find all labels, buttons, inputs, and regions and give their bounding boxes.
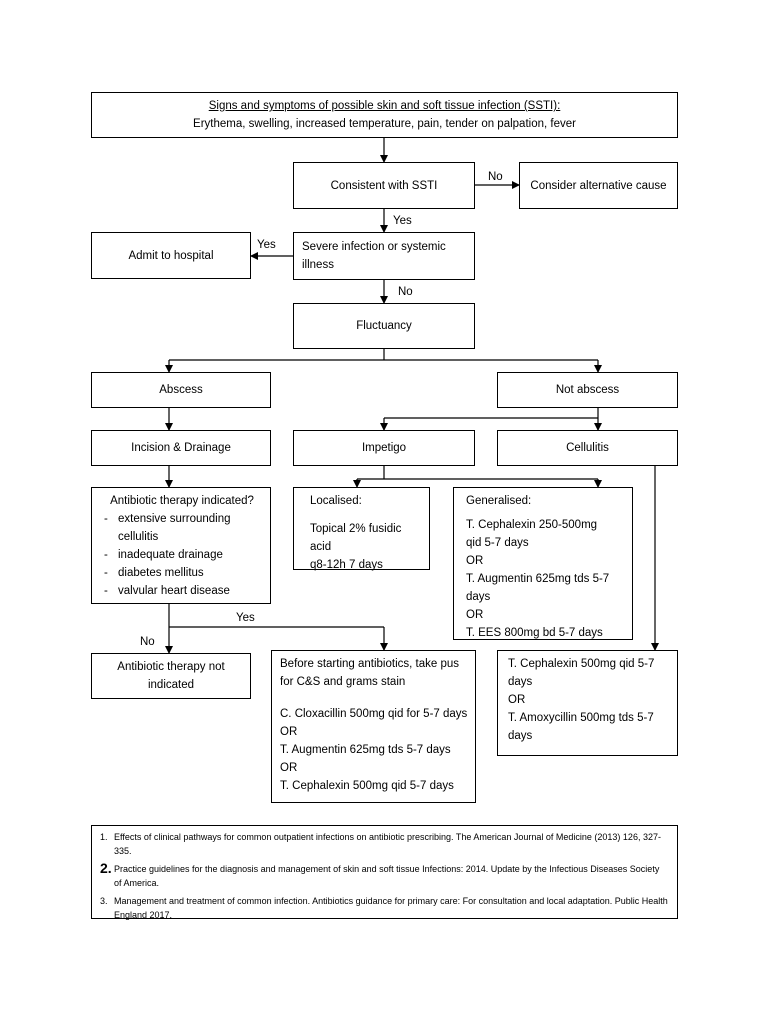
generalised-line: T. EES 800mg bd 5-7 days bbox=[466, 627, 603, 639]
ssti-title: Signs and symptoms of possible skin and … bbox=[208, 100, 561, 112]
reference-item: 1. Effects of clinical pathways for commo… bbox=[100, 830, 669, 858]
reference-item: 2.Practice guidelines for the diagnosis … bbox=[100, 860, 669, 890]
ssti-symptoms: Erythema, swelling, increased temperatur… bbox=[193, 118, 576, 130]
localised-box: Localised: Topical 2% fusidic acid q8-12… bbox=[293, 487, 430, 571]
references-list: 1. Effects of clinical pathways for commo… bbox=[100, 830, 669, 922]
label-yes-antibiotic: Yes bbox=[236, 612, 255, 624]
before-regimen-line: C. Cloxacillin 500mg qid for 5-7 days bbox=[280, 708, 468, 720]
cellulitis-treatment-line: T. Cephalexin 500mg qid 5-7 bbox=[508, 658, 655, 670]
references-box: 1. Effects of clinical pathways for commo… bbox=[91, 825, 678, 922]
generalised-line: OR bbox=[466, 609, 484, 621]
generalised-line: T. Cephalexin 250-500mg bbox=[466, 519, 598, 531]
criteria-item: valvular heart disease bbox=[100, 582, 264, 600]
not-indicated-box: Antibiotic therapy not indicated bbox=[91, 653, 251, 699]
generalised-line: T. Augmentin 625mg tds 5-7 bbox=[466, 573, 610, 585]
label-no-fluctuancy: No bbox=[398, 286, 413, 298]
antibiotic-indicated-box: Antibiotic therapy indicated? extensive … bbox=[91, 487, 271, 604]
localised-line: q8-12h 7 days bbox=[310, 559, 383, 571]
severe-infection-text: Severe infection or systemic illness bbox=[302, 241, 446, 271]
cellulitis-box: Cellulitis bbox=[497, 430, 678, 466]
generalised-box: Generalised: T. Cephalexin 250-500mg qid… bbox=[453, 487, 633, 640]
label-yes-admit: Yes bbox=[257, 239, 276, 251]
reference-number: 2. bbox=[100, 860, 112, 876]
impetigo-box: Impetigo bbox=[293, 430, 475, 466]
generalised-heading: Generalised: bbox=[466, 495, 532, 507]
reference-item: 3. Management and treatment of common inf… bbox=[100, 894, 669, 922]
before-regimen-line: T. Cephalexin 500mg qid 5-7 days bbox=[280, 780, 454, 792]
before-line: for C&S and grams stain bbox=[280, 676, 406, 688]
cellulitis-treatment-box: T. Cephalexin 500mg qid 5-7 days OR T. A… bbox=[497, 650, 678, 756]
admit-hospital-box: Admit to hospital bbox=[91, 232, 251, 279]
generalised-line: qid 5-7 days bbox=[466, 537, 529, 549]
generalised-line: days bbox=[466, 591, 491, 603]
cellulitis-treatment-line: T. Amoxycillin 500mg tds 5-7 bbox=[508, 712, 654, 724]
label-no-antibiotic: No bbox=[140, 636, 155, 648]
before-line: Before starting antibiotics, take pus bbox=[280, 658, 459, 670]
reference-number: 1. bbox=[100, 832, 108, 842]
abscess-box: Abscess bbox=[91, 372, 271, 408]
generalised-line: OR bbox=[466, 555, 484, 567]
criteria-item: diabetes mellitus bbox=[100, 564, 264, 582]
localised-heading: Localised: bbox=[310, 495, 362, 507]
alternative-cause-box: Consider alternative cause bbox=[519, 162, 678, 209]
generalised-lines: T. Cephalexin 250-500mg qid 5-7 days OR … bbox=[466, 516, 626, 642]
reference-text: Management and treatment of common infec… bbox=[114, 896, 668, 920]
before-regimen-line: OR bbox=[280, 762, 298, 774]
indicated-heading: Antibiotic therapy indicated? bbox=[110, 495, 254, 507]
reference-text: Effects of clinical pathways for common … bbox=[114, 832, 661, 856]
fluctuancy-box: Fluctuancy bbox=[293, 303, 475, 349]
before-antibiotics-box: Before starting antibiotics, take pus fo… bbox=[271, 650, 476, 803]
not-abscess-box: Not abscess bbox=[497, 372, 678, 408]
incision-drainage-box: Incision & Drainage bbox=[91, 430, 271, 466]
before-regimen-lines: C. Cloxacillin 500mg qid for 5-7 days OR… bbox=[280, 705, 471, 795]
label-yes-severe: Yes bbox=[393, 215, 412, 227]
ssti-signs-box: Signs and symptoms of possible skin and … bbox=[91, 92, 678, 138]
localised-line: Topical 2% fusidic acid bbox=[310, 523, 402, 553]
before-regimen-line: T. Augmentin 625mg tds 5-7 days bbox=[280, 744, 451, 756]
label-no-alternative: No bbox=[488, 171, 503, 183]
cellulitis-treatment-line: days bbox=[508, 676, 533, 688]
cellulitis-treatment-line: OR bbox=[508, 694, 526, 706]
consistent-box: Consistent with SSTI bbox=[293, 162, 475, 209]
before-regimen-line: OR bbox=[280, 726, 298, 738]
severe-infection-box: Severe infection or systemic illness bbox=[293, 232, 475, 280]
reference-text: Practice guidelines for the diagnosis an… bbox=[114, 864, 660, 888]
not-indicated-line: Antibiotic therapy not bbox=[117, 661, 225, 673]
reference-number: 3. bbox=[100, 896, 108, 906]
cellulitis-treatment-line: days bbox=[508, 730, 533, 742]
not-indicated-line: indicated bbox=[147, 679, 195, 691]
criteria-item: inadequate drainage bbox=[100, 546, 264, 564]
cellulitis-treatment-lines: T. Cephalexin 500mg qid 5-7 days OR T. A… bbox=[508, 655, 671, 745]
